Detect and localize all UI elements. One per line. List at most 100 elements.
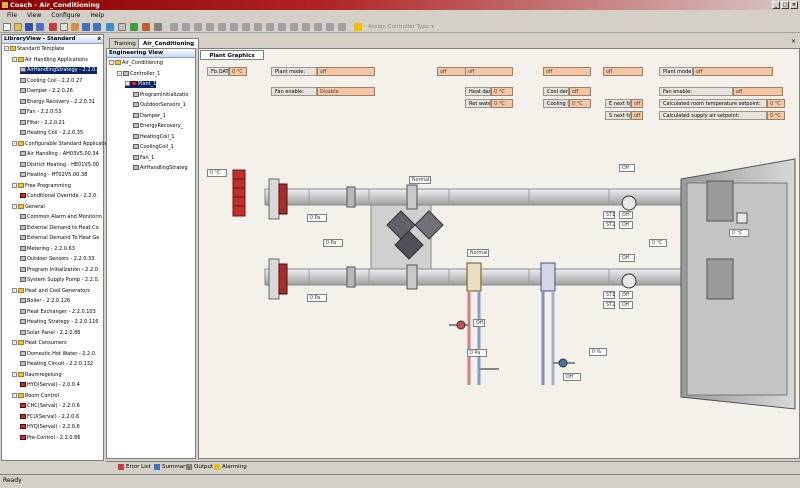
tree-node[interactable]: External Demand To Heat Ge <box>20 235 99 242</box>
close-button[interactable]: × <box>790 1 798 9</box>
tree-node[interactable]: Damper - 2.2.0.26 <box>20 88 73 95</box>
tree-node[interactable]: Pre-Control - 2.2.0.86 <box>20 434 80 442</box>
room-temp-readout[interactable]: 0 °C <box>729 229 749 237</box>
tree-node[interactable]: OutdoorSensors_1 <box>133 102 186 109</box>
settings-icon[interactable] <box>118 23 126 31</box>
new-icon[interactable] <box>3 23 11 31</box>
heating-valve-status[interactable]: Off <box>473 319 485 327</box>
tree-node[interactable]: District Heating - HE01V5.00 <box>20 161 99 169</box>
tree-node[interactable]: System Supply Pump - 2.2.0. <box>20 277 99 284</box>
cut-icon[interactable] <box>49 23 57 31</box>
expand-toggle-icon[interactable]: - <box>12 56 17 62</box>
tree-node[interactable]: Program Initialization - 2.2.0 <box>20 266 98 274</box>
st1-label-1[interactable]: ST1 <box>603 211 615 219</box>
tab-air-conditioning[interactable]: Air_Conditioning <box>138 38 200 48</box>
tool-icon-11[interactable] <box>290 23 298 31</box>
s-next-fan-value[interactable]: off <box>631 111 643 120</box>
tree-node[interactable]: Conditional Override - 2.2.0. <box>20 193 98 200</box>
fan-enable-value[interactable]: Disable <box>317 87 375 96</box>
tree-node[interactable]: HYD(Serval) - 2.2.0.6 <box>20 424 80 431</box>
cooling-valve-status[interactable]: Off <box>563 373 581 381</box>
fan-enable-2-value[interactable]: off <box>733 87 783 96</box>
tree-node[interactable]: ProgramInitializatio <box>133 91 188 99</box>
tab-summary[interactable]: Summary <box>154 462 189 472</box>
supply-temp-readout[interactable]: 0 °C <box>649 239 667 247</box>
expand-toggle-icon[interactable]: - <box>12 392 17 398</box>
ret-water-value[interactable]: 0 °C <box>491 99 513 108</box>
tool-icon-6[interactable] <box>230 23 238 31</box>
tab-error-list[interactable]: Error List <box>118 462 151 472</box>
undo-icon[interactable] <box>82 23 90 31</box>
tab-training[interactable]: Training <box>109 38 141 48</box>
save-icon[interactable] <box>25 23 33 31</box>
tree-node[interactable]: -Heat Consumers <box>12 340 67 347</box>
menu-view[interactable]: View <box>27 12 42 19</box>
status-value-2[interactable]: off <box>465 67 513 76</box>
build-icon[interactable] <box>106 23 114 31</box>
cool-demand-value[interactable]: off <box>569 87 591 96</box>
tree-node[interactable]: Heating Strategy - 2.2.0.116 <box>20 319 98 326</box>
tree-node[interactable]: External Demand to Heat Co <box>20 224 99 232</box>
expand-toggle-icon[interactable]: - <box>12 371 17 377</box>
tree-node[interactable]: Damper_1 <box>133 112 166 120</box>
tree-node[interactable]: HYD(Serval) - 2.0.0.4 <box>20 382 80 389</box>
expand-toggle-icon[interactable]: - <box>4 46 9 51</box>
maximize-button[interactable]: □ <box>781 1 789 9</box>
tree-node[interactable]: -Plant_1 <box>125 81 157 88</box>
tree-node[interactable]: Filter - 2.2.0.21 <box>20 119 65 127</box>
st2-value-1[interactable]: Off <box>619 221 633 229</box>
save-all-icon[interactable] <box>36 23 44 31</box>
download-icon[interactable] <box>142 23 150 31</box>
tree-node[interactable]: -Free Programming <box>12 182 71 190</box>
status-value-4[interactable]: off <box>603 67 643 76</box>
close-icon[interactable]: × <box>790 38 796 45</box>
tab-alarming[interactable]: Alarming <box>214 462 247 472</box>
expand-toggle-icon[interactable]: - <box>125 81 130 86</box>
tool-icon-15[interactable] <box>338 23 346 31</box>
tree-node[interactable]: Solar Panel - 2.2.0.86 <box>20 329 80 337</box>
expand-toggle-icon[interactable]: - <box>12 203 17 209</box>
tab-output[interactable]: Output <box>186 462 213 472</box>
expand-toggle-icon[interactable]: - <box>12 182 17 188</box>
st2-value-2[interactable]: Off <box>619 301 633 309</box>
tab-plant-graphics[interactable]: Plant Graphics <box>200 50 264 60</box>
plant-mode-2-value[interactable]: off <box>693 67 773 76</box>
connect-icon[interactable] <box>130 23 138 31</box>
tool-icon-1[interactable] <box>170 23 178 31</box>
close-icon[interactable]: x <box>97 36 101 42</box>
tool-icon-13[interactable] <box>314 23 322 31</box>
tree-node[interactable]: Fan - 2.2.0.53 <box>20 109 61 116</box>
tool-icon-5[interactable] <box>218 23 226 31</box>
tree-node[interactable]: CHC(Serval) - 2.2.0.6 <box>20 403 80 410</box>
fb-oat-value[interactable]: 0 °C <box>229 67 247 76</box>
filter-status-1[interactable]: Normal <box>409 176 431 184</box>
tree-node[interactable]: CoolingCoil_1 <box>133 144 174 151</box>
heating-pressure-readout[interactable]: 0 Pa <box>467 349 487 357</box>
tree-node[interactable]: Domestic Hot Water - 2.2.0. <box>20 350 97 358</box>
st2-label-1[interactable]: ST2 <box>603 221 615 229</box>
paste-icon[interactable] <box>71 23 79 31</box>
tree-node[interactable]: Air Handling - AH03V5.00.34 <box>20 151 99 158</box>
plant-mode-value[interactable]: off <box>317 67 375 76</box>
pressure-readout-1[interactable]: 0 Pa <box>307 214 327 222</box>
tree-node[interactable]: Heat Exchanger - 2.2.0.103 <box>20 308 96 316</box>
tree-node[interactable]: HeatingCoil_1 <box>133 133 175 141</box>
tree-node[interactable]: -Air_Conditioning <box>109 60 163 67</box>
minimize-button[interactable]: _ <box>772 1 780 9</box>
tree-node[interactable]: AirHandlingStrateg <box>133 165 188 172</box>
pressure-readout-3[interactable]: 0 Pa <box>323 239 343 247</box>
calc-supply-setpoint-value[interactable]: 0 °C <box>767 111 785 120</box>
controller-type-dropdown[interactable]: Assign Controller Type ▾ <box>368 24 434 30</box>
status-value-3[interactable]: off <box>543 67 591 76</box>
tool-icon-12[interactable] <box>302 23 310 31</box>
filter-status-2[interactable]: Normal <box>467 249 489 257</box>
tree-node[interactable]: Heating - HT02V5.00.38 <box>20 172 87 179</box>
expand-toggle-icon[interactable]: - <box>12 140 17 146</box>
cooling-limit-value[interactable]: 0 °C <box>569 99 591 108</box>
tree-node[interactable]: EnergyRecovery_ <box>133 123 183 130</box>
tree-node[interactable]: FCU(Serval) - 2.2.0.6 <box>20 413 79 421</box>
tool-icon-2[interactable] <box>182 23 190 31</box>
tree-node[interactable]: -Room Control <box>12 392 59 400</box>
tree-node[interactable]: AirHandlingStrategy - 2.2.0. <box>20 67 97 74</box>
tree-node[interactable]: Common Alarm and Monitorin <box>20 214 102 221</box>
